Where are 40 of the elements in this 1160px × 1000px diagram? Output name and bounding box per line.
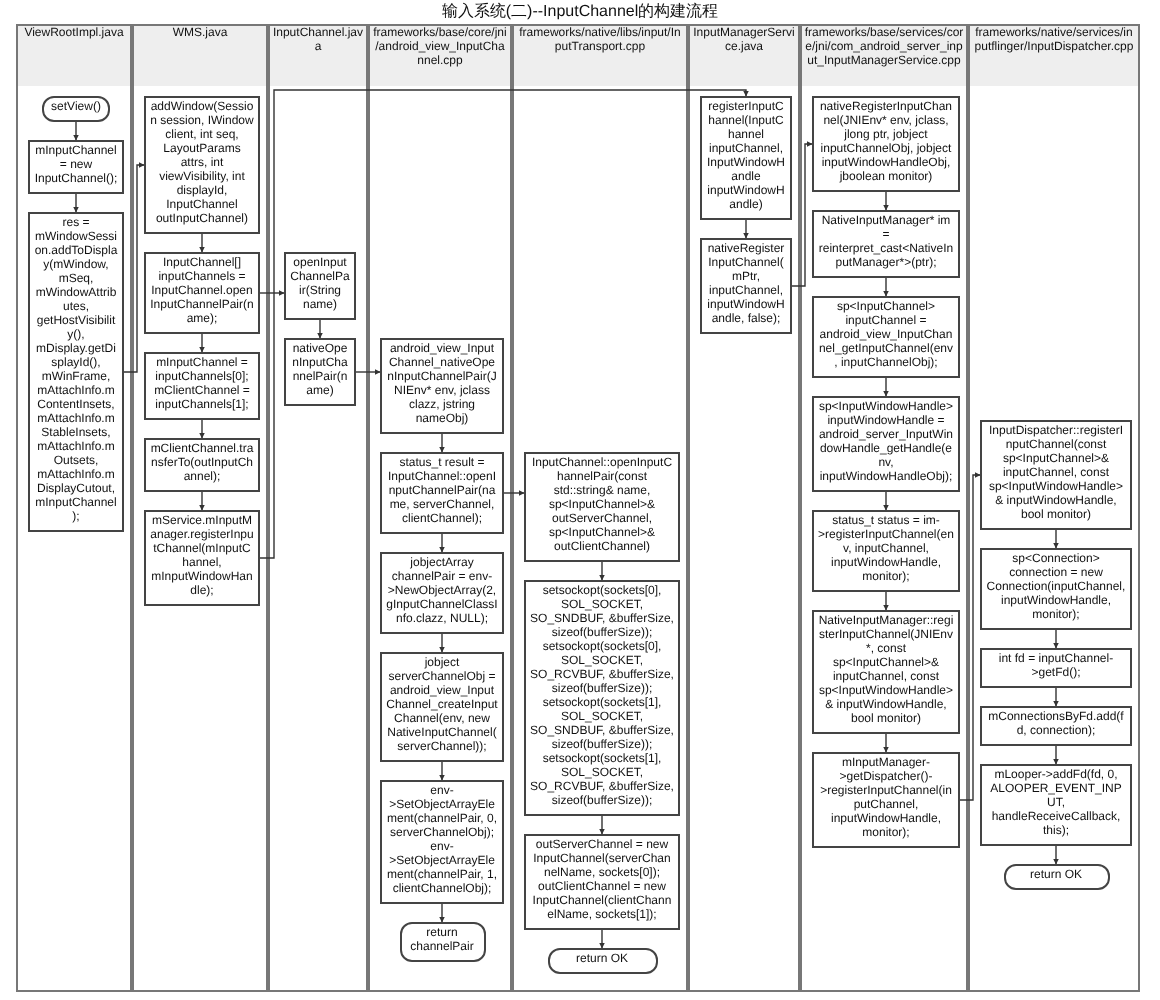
arrow	[599, 561, 605, 581]
arrow	[259, 89, 749, 559]
arrow	[439, 761, 445, 781]
swimlane	[512, 24, 688, 992]
arrow	[1053, 687, 1059, 707]
arrow	[883, 591, 889, 611]
arrow	[317, 319, 323, 339]
arrow	[883, 277, 889, 297]
arrow	[439, 433, 445, 453]
arrow	[199, 233, 205, 253]
arrow	[599, 815, 605, 835]
arrow	[883, 491, 889, 511]
arrow	[883, 191, 889, 211]
arrow	[439, 533, 445, 553]
arrow	[743, 219, 749, 239]
arrow	[883, 733, 889, 753]
arrow	[123, 162, 145, 373]
arrow	[355, 369, 381, 375]
diagram-title: 输入系统(二)--InputChannel的构建流程	[439, 2, 721, 22]
swimlane	[688, 24, 800, 992]
swimlane	[268, 24, 368, 992]
arrow	[439, 633, 445, 653]
arrow	[73, 121, 79, 141]
swimlane	[16, 24, 132, 992]
arrow	[73, 193, 79, 213]
arrow	[959, 472, 981, 801]
arrow	[1053, 745, 1059, 765]
arrow	[199, 333, 205, 353]
arrow	[199, 491, 205, 511]
arrow	[1053, 629, 1059, 649]
arrow	[259, 290, 285, 296]
arrow	[439, 903, 445, 923]
arrow	[503, 490, 525, 496]
arrow	[199, 419, 205, 439]
swimlane	[132, 24, 268, 992]
arrow	[791, 141, 813, 287]
arrow	[883, 377, 889, 397]
arrow	[1053, 845, 1059, 865]
arrow	[599, 929, 605, 949]
arrow	[1053, 529, 1059, 549]
